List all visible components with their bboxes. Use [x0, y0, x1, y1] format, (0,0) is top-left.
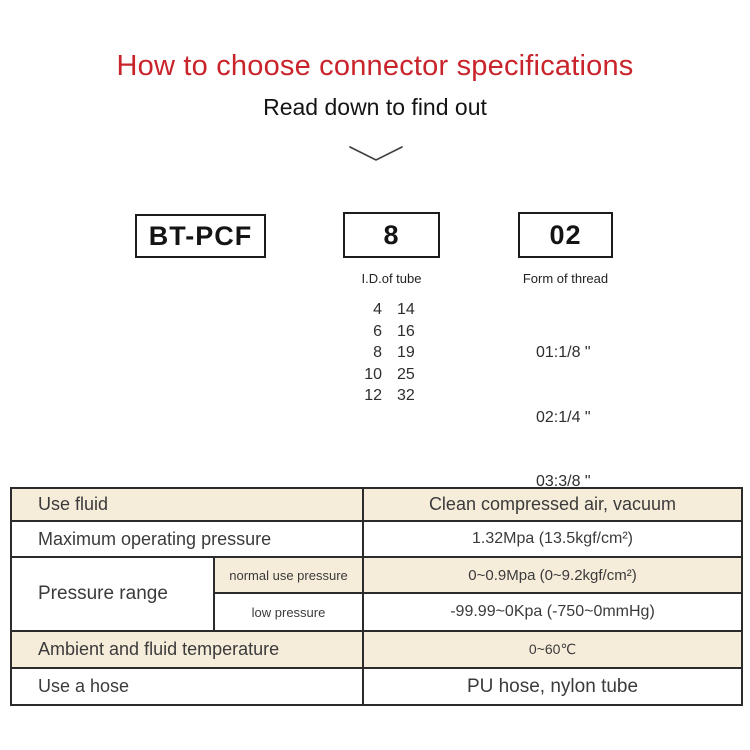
- tube-size-row: 4 14: [350, 299, 433, 321]
- spec-label-max-pressure: Maximum operating pressure: [10, 520, 364, 558]
- tube-od: 16: [397, 322, 415, 340]
- spec-value-low-pressure: -99.99~0Kpa (-750~0mmHg): [362, 592, 743, 632]
- spec-value-use-fluid: Clean compressed air, vacuum: [362, 487, 743, 522]
- thread-code-box: 02: [518, 212, 613, 258]
- tube-id: 8: [373, 344, 382, 361]
- table-row: Pressure range normal use pressure 0~0.9…: [10, 556, 743, 632]
- tube-size-row: 8 19: [350, 342, 433, 364]
- spec-value-normal-pressure: 0~0.9Mpa (0~9.2kgf/cm²): [362, 556, 743, 594]
- spec-label-hose: Use a hose: [10, 667, 364, 706]
- tube-od: 14: [397, 301, 415, 318]
- table-row: Maximum operating pressure 1.32Mpa (13.5…: [10, 520, 743, 558]
- tube-size-row: 6 16: [350, 321, 433, 343]
- tube-size-list: 4 14 6 16 8 19 10 25 12 32: [350, 299, 433, 407]
- tube-od: 25: [397, 365, 415, 383]
- table-row: low pressure -99.99~0Kpa (-750~0mmHg): [11, 592, 743, 632]
- chevron-down-icon: [349, 146, 403, 161]
- page-subtitle: Read down to find out: [263, 94, 487, 120]
- tube-size-row: 10 25: [350, 364, 433, 386]
- spec-table: Use fluid Clean compressed air, vacuum M…: [10, 487, 743, 706]
- tube-id: 10: [364, 365, 382, 383]
- spec-value-max-pressure: 1.32Mpa (13.5kgf/cm²): [362, 520, 743, 558]
- spec-sublabel-normal-pressure: normal use pressure: [213, 556, 364, 594]
- tube-id: 4: [373, 301, 382, 318]
- tube-code-box: 8: [343, 212, 440, 258]
- thread-option: 03:3/8 ": [536, 473, 591, 490]
- table-row: Use a hose PU hose, nylon tube: [10, 667, 743, 706]
- tube-label: I.D.of tube: [361, 271, 422, 286]
- tube-size-row: 12 32: [350, 385, 433, 407]
- tube-id: 6: [373, 322, 382, 340]
- thread-option: 02:1/4 ": [536, 408, 591, 426]
- table-row: Ambient and fluid temperature 0~60℃: [10, 630, 743, 669]
- spec-label-use-fluid: Use fluid: [10, 487, 364, 522]
- thread-option: 01:1/8 ": [536, 344, 591, 361]
- tube-od: 32: [397, 387, 415, 404]
- table-row: Use fluid Clean compressed air, vacuum: [10, 487, 743, 522]
- thread-label: Form of thread: [522, 271, 609, 286]
- spec-label-pressure-range: Pressure range: [10, 556, 215, 632]
- spec-label-temperature: Ambient and fluid temperature: [10, 630, 364, 669]
- tube-od: 19: [397, 344, 415, 361]
- tube-id: 12: [364, 387, 382, 404]
- spec-value-hose: PU hose, nylon tube: [362, 667, 743, 706]
- page-title: How to choose connector specifications: [116, 50, 634, 82]
- spec-value-temperature: 0~60℃: [362, 630, 743, 669]
- model-code-box: BT-PCF: [135, 214, 266, 258]
- spec-sublabel-low-pressure: low pressure: [213, 592, 364, 632]
